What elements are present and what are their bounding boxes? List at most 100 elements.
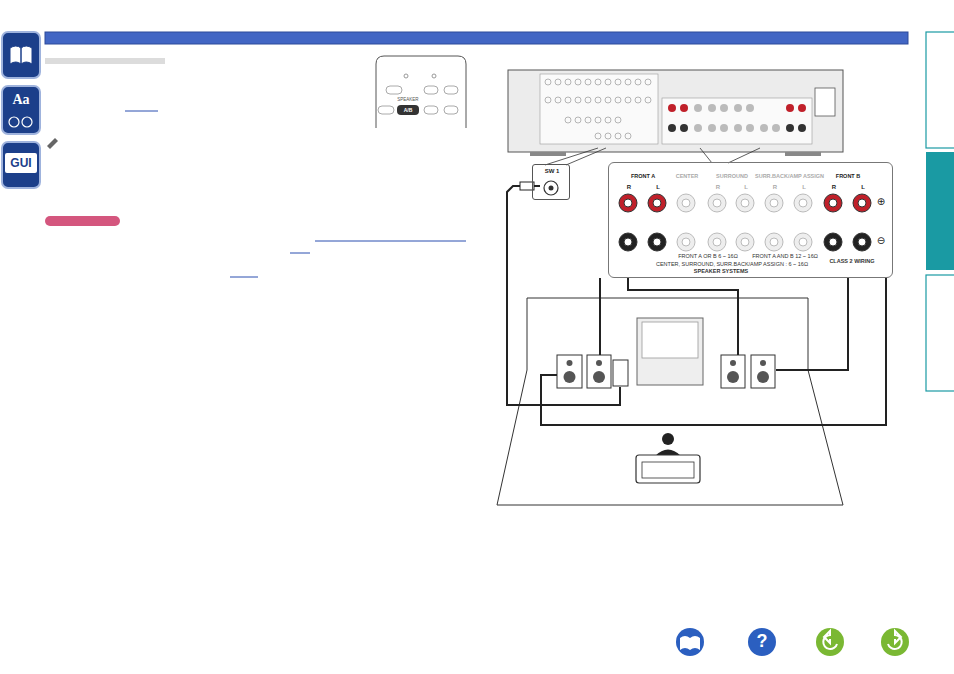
floor <box>497 370 843 505</box>
node-text: L <box>796 184 812 190</box>
rear-jacks <box>585 97 591 103</box>
rear-terminals <box>668 104 676 112</box>
section-tab <box>926 275 954 391</box>
rear-terminals <box>668 124 676 132</box>
room-outline <box>497 298 843 505</box>
minus-terminals <box>736 233 754 251</box>
rear-terminals <box>668 104 806 132</box>
remote-button <box>424 106 438 114</box>
minus-terminals <box>624 238 632 246</box>
rear-terminals <box>786 104 794 112</box>
nav-buttons <box>676 628 909 656</box>
speaker <box>593 371 605 383</box>
node-heading: CENTER <box>669 174 705 180</box>
button-label: A/B <box>397 108 419 113</box>
link-underline <box>230 277 258 278</box>
nav-forward <box>881 628 909 656</box>
plus-terminals <box>682 199 690 207</box>
icon-text: Aa <box>5 93 37 107</box>
node-text: CENTER, SURROUND, SURR.BACK/AMP ASSIGN :… <box>645 262 819 268</box>
speaker <box>760 360 766 366</box>
rear-terminals <box>734 104 742 112</box>
speaker <box>757 371 769 383</box>
speaker <box>587 355 611 388</box>
plus-terminals <box>648 194 666 212</box>
link-underline <box>125 111 158 112</box>
rear-jacks <box>555 79 561 85</box>
sofa <box>636 455 700 483</box>
minus-terminals <box>619 233 871 251</box>
nav-help <box>748 628 776 656</box>
rear-terminals <box>746 124 754 132</box>
pencil-icon <box>47 138 58 149</box>
receiver-body <box>508 70 843 152</box>
rear-terminals <box>680 104 688 112</box>
node-heading: SW 1 <box>533 168 571 174</box>
plus-terminals <box>799 199 807 207</box>
rear-jacks <box>605 97 611 103</box>
rear-jacks <box>565 117 571 123</box>
manual-icon <box>2 32 40 78</box>
minus-terminals <box>829 238 837 246</box>
face-glyph <box>22 117 32 127</box>
rear-terminals <box>680 124 688 132</box>
rear-terminals <box>694 104 702 112</box>
rear-jacks <box>545 79 551 85</box>
rear-terminals <box>694 124 702 132</box>
rear-jacks <box>555 97 561 103</box>
speaker <box>557 355 582 388</box>
rear-jacks <box>595 117 601 123</box>
polarity-mark: ⊖ <box>874 236 888 246</box>
ac-inlet <box>815 88 835 116</box>
receiver-foot <box>785 152 821 156</box>
speaker <box>721 355 745 388</box>
speaker <box>596 360 602 366</box>
rear-terminals <box>798 124 806 132</box>
plus-terminals <box>858 199 866 207</box>
rear-jacks <box>625 79 631 85</box>
rear-jacks <box>625 133 631 139</box>
gui-icon <box>2 142 40 188</box>
rear-jacks <box>625 97 631 103</box>
rear-terminals <box>746 104 754 112</box>
plus-terminals <box>741 199 749 207</box>
speaker-wire <box>628 278 738 355</box>
gui-screen <box>5 153 37 173</box>
node-text: CLASS 2 WIRING <box>821 259 883 265</box>
node-text: R <box>710 184 726 190</box>
speakers <box>557 355 775 388</box>
help-icon-text: ? <box>752 632 772 650</box>
minus-terminals <box>653 238 661 246</box>
minus-terminals <box>648 233 666 251</box>
forward-arrow <box>888 631 902 649</box>
speaker <box>751 355 775 388</box>
minus-terminals <box>741 238 749 246</box>
rear-jacks <box>635 79 641 85</box>
listener <box>636 433 700 483</box>
rear-jacks <box>645 79 651 85</box>
minus-terminals <box>824 233 842 251</box>
channel-group: FRONT ARL <box>621 174 666 194</box>
node-heading: SURR.BACK/AMP ASSIGN <box>755 174 823 180</box>
sofa-seat <box>642 462 694 478</box>
tv-body <box>637 318 703 385</box>
rear-terminals <box>708 104 716 112</box>
heading-bar <box>45 58 165 64</box>
tv <box>637 318 703 385</box>
nav-back <box>816 628 844 656</box>
plus-terminals <box>619 194 637 212</box>
rear-jacks <box>615 79 621 85</box>
polarity-mark: ⊕ <box>874 197 888 207</box>
book-glyph <box>680 636 700 650</box>
remote-button <box>378 106 394 114</box>
node-text: FRONT A AND B 12 ~ 16Ω <box>749 254 821 260</box>
plus-terminals <box>853 194 871 212</box>
rca-jack <box>544 181 558 195</box>
side-icons <box>2 32 40 188</box>
channel-group: FRONT BRL <box>826 174 871 194</box>
indicator <box>404 74 408 78</box>
section-tab <box>926 32 954 148</box>
tv-screen <box>642 322 698 358</box>
plus-terminals <box>770 199 778 207</box>
rear-jacks <box>635 97 641 103</box>
